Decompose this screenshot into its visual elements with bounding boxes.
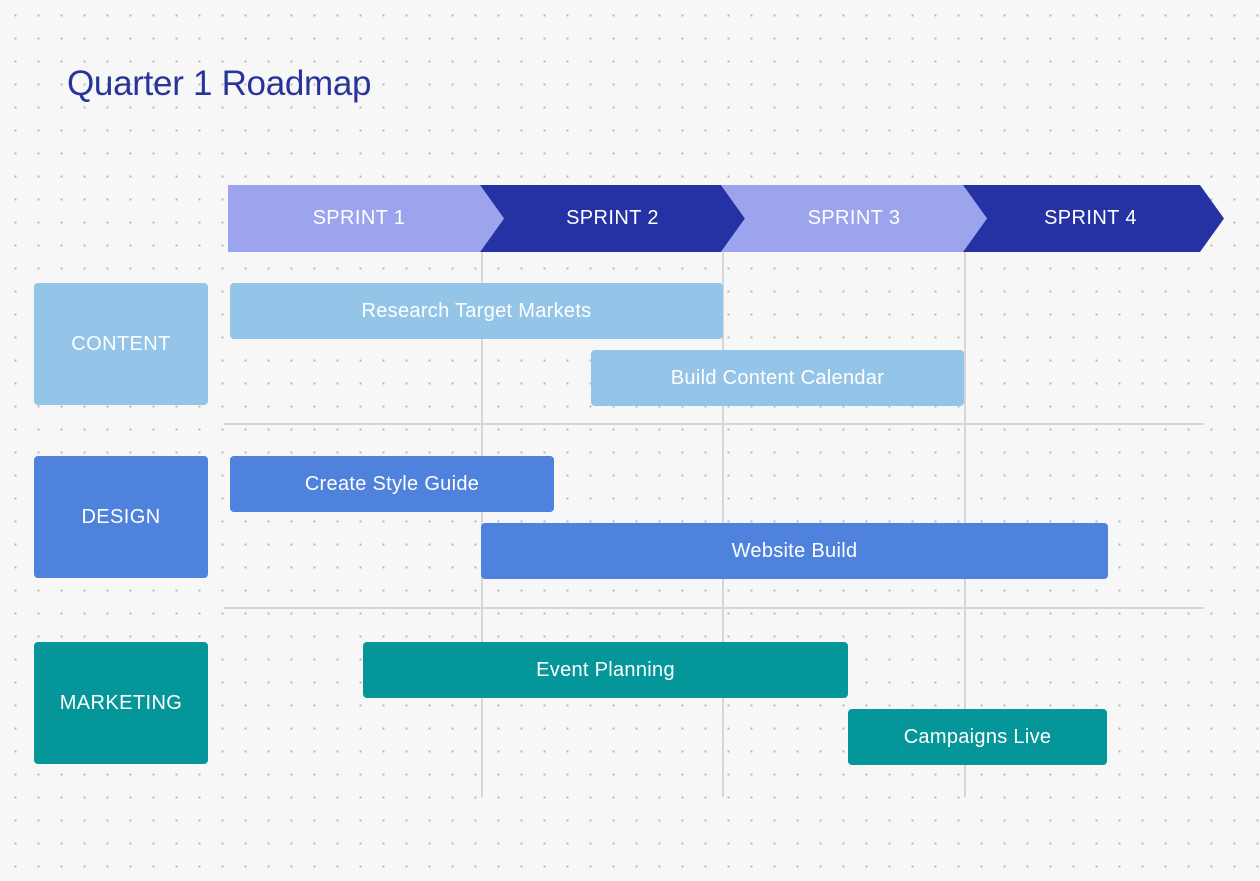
lane-marketing: MARKETING — [34, 642, 208, 764]
sprint-chevrons — [228, 185, 1224, 252]
sprint-2-label: SPRINT 2 — [566, 207, 659, 229]
sprint-2-chevron — [480, 185, 745, 252]
sprint-3-chevron — [721, 185, 987, 252]
sprint-3-label: SPRINT 3 — [807, 207, 901, 229]
sprint-header: SPRINT 1 SPRINT 2 SPRINT 3 SPRINT 4 — [228, 185, 1224, 252]
task-research-target-markets[interactable]: Research Target Markets — [230, 283, 723, 339]
lane-divider-2 — [224, 607, 1204, 609]
lane-design: DESIGN — [34, 456, 208, 578]
sprint-1-chevron — [228, 185, 504, 252]
task-create-style-guide[interactable]: Create Style Guide — [230, 456, 554, 512]
sprint-4-chevron — [963, 185, 1224, 252]
task-campaigns-live[interactable]: Campaigns Live — [848, 709, 1107, 765]
task-event-planning[interactable]: Event Planning — [363, 642, 848, 698]
lane-divider-1 — [224, 423, 1204, 425]
lane-content: CONTENT — [34, 283, 208, 405]
task-build-content-calendar[interactable]: Build Content Calendar — [591, 350, 964, 406]
task-website-build[interactable]: Website Build — [481, 523, 1108, 579]
sprint-1-label: SPRINT 1 — [312, 207, 406, 229]
page-title: Quarter 1 Roadmap — [67, 64, 372, 103]
sprint-4-label: SPRINT 4 — [1044, 207, 1137, 229]
